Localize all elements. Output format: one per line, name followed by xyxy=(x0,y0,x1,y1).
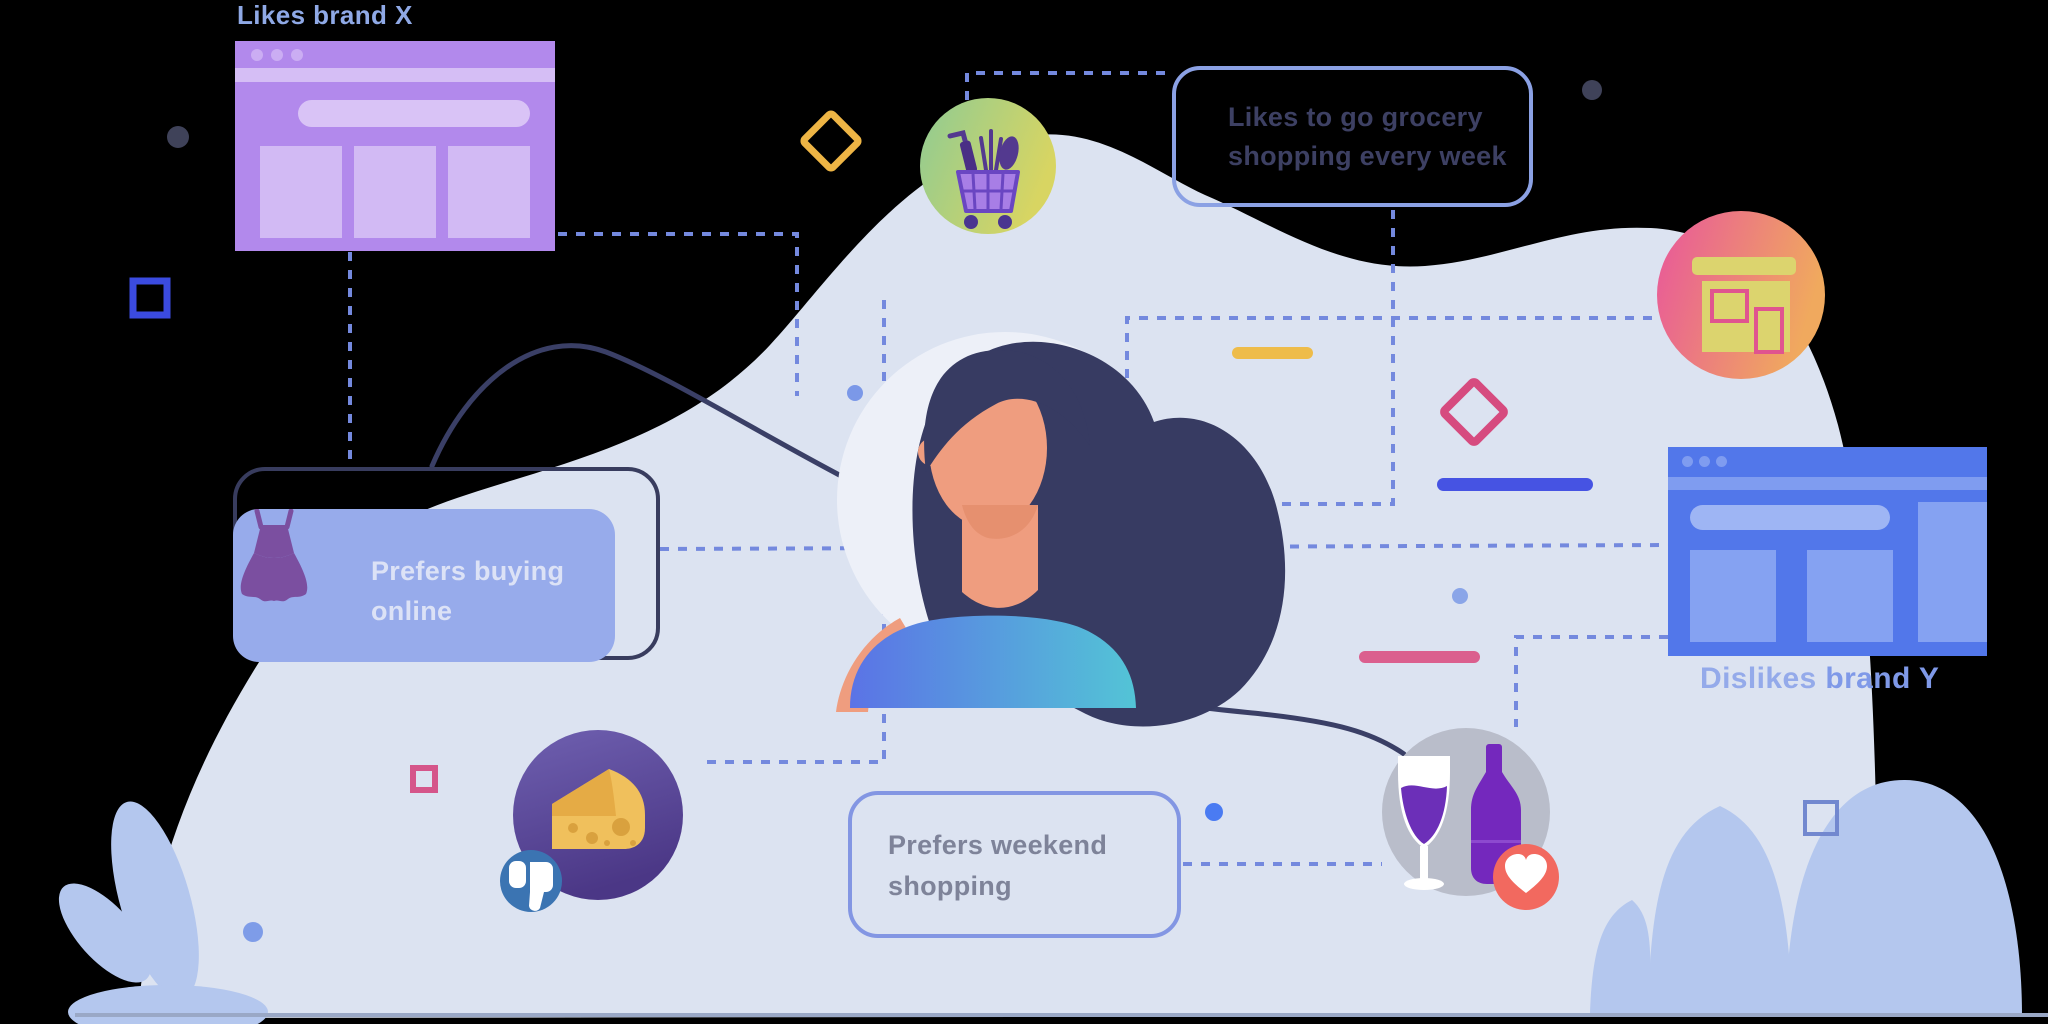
browser-nav-bar xyxy=(1668,477,1987,490)
decor-shapes xyxy=(129,80,1839,942)
blue-square-icon xyxy=(129,277,171,319)
pink-diamond-icon xyxy=(1440,378,1508,446)
label-likes-brand-x: Likes brand X xyxy=(237,0,413,30)
window-dot-icon xyxy=(251,49,263,61)
window-dot-icon xyxy=(1699,456,1710,467)
browser-content-box xyxy=(1690,550,1776,642)
callout-weekend-text: Prefers weekend shopping xyxy=(888,830,1108,901)
callout-weekend: Prefers weekend shopping xyxy=(848,791,1181,938)
yellow-bar-icon xyxy=(1232,347,1313,359)
browser-window-brand-y xyxy=(1668,447,1987,656)
store-icon xyxy=(1657,211,1825,379)
blue-dot-icon xyxy=(243,922,263,942)
dark-dot-icon xyxy=(1582,80,1602,100)
window-dot-icon xyxy=(271,49,283,61)
dress-icon xyxy=(240,509,308,602)
grocery-cart-icon xyxy=(920,98,1056,234)
yellow-diamond-icon xyxy=(800,110,862,172)
hair-fringe xyxy=(924,350,1090,472)
window-dot-icon xyxy=(291,49,303,61)
callout-buying-online: Prefers buying online xyxy=(233,509,615,662)
browser-nav-bar xyxy=(235,68,555,82)
label-dislikes-word: Dislikes xyxy=(1700,662,1826,695)
ground-line xyxy=(75,1013,2048,1017)
browser-content-box xyxy=(448,146,530,238)
clouds-decor xyxy=(1590,780,2022,1016)
woman-avatar xyxy=(836,332,1286,727)
browser-content-box xyxy=(354,146,436,238)
cheese-icon xyxy=(500,730,683,912)
browser-content-box xyxy=(260,146,342,238)
wine-icon xyxy=(1382,728,1559,910)
window-dot-icon xyxy=(1716,456,1727,467)
browser-side-panel xyxy=(1918,502,1987,642)
neck-shadow xyxy=(962,505,1038,539)
label-brand-y-word: brand Y xyxy=(1825,662,1940,695)
window-dot-icon xyxy=(1682,456,1693,467)
browser-search-bar xyxy=(298,100,530,127)
dark-dot-icon xyxy=(167,126,189,148)
indigo-bar-icon xyxy=(1437,478,1593,491)
browser-search-bar xyxy=(1690,505,1890,530)
shirt xyxy=(850,615,1136,708)
callout-grocery-text: Likes to go grocery shopping every week xyxy=(1228,102,1507,171)
heart-icon xyxy=(1493,844,1559,910)
browser-content-box xyxy=(1807,550,1893,642)
blue-dot-icon xyxy=(847,385,863,401)
callout-buying-online-text: Prefers buying online xyxy=(371,556,565,626)
pink-square-icon xyxy=(410,765,438,793)
periwinkle-square-icon xyxy=(1803,800,1839,836)
thumbs-down-icon xyxy=(500,850,562,912)
browser-window-brand-x xyxy=(235,41,555,251)
blue-dot-icon xyxy=(1205,803,1223,821)
callout-grocery: Likes to go grocery shopping every week xyxy=(1172,66,1533,207)
blue-dot-icon xyxy=(1452,588,1468,604)
pink-bar-icon xyxy=(1359,651,1480,663)
label-dislikes-brand-y: Dislikes brand Y xyxy=(1700,662,1939,696)
